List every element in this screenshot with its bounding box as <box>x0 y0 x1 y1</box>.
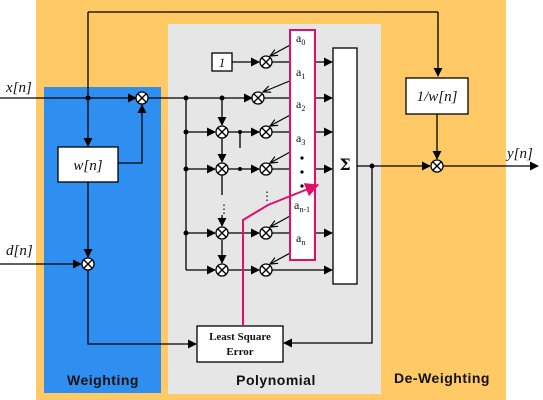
coefficient-a2: a2 <box>296 97 305 113</box>
svg-text:⋮: ⋮ <box>218 202 230 216</box>
coefficient-multiplier <box>259 125 273 139</box>
inverse-weight-label: 1/w[n] <box>417 89 458 105</box>
coefficient-a1: a1 <box>296 65 305 81</box>
coefficient-an: an <box>296 231 305 247</box>
product-multiplier <box>215 125 229 139</box>
product-multiplier <box>215 162 229 176</box>
weighting-region <box>44 87 161 393</box>
coefficient-multiplier <box>259 226 273 240</box>
lse-label-line1: Least Square <box>209 331 271 343</box>
desired-multiplier <box>81 257 95 271</box>
desired-signal-label: d[n] <box>6 243 33 259</box>
output-signal-label: y[n] <box>505 146 533 162</box>
coefficient-an-1: an-1 <box>294 198 310 214</box>
input-multiplier <box>135 91 149 105</box>
sum-symbol: Σ <box>339 155 350 174</box>
coefficient-panel <box>289 29 316 261</box>
constant-one-label: 1 <box>219 55 226 70</box>
svg-text:⋮: ⋮ <box>261 189 273 203</box>
lse-label-line2: Error <box>226 346 253 358</box>
product-multiplier <box>215 226 229 240</box>
deweighting-label: De-Weighting <box>394 370 490 386</box>
input-signal-label: x[n] <box>5 80 32 96</box>
weighting-label: Weighting <box>67 372 139 388</box>
least-square-error-block <box>196 325 284 363</box>
coefficient-a0: a0 <box>296 31 305 47</box>
coefficient-multiplier <box>259 55 273 69</box>
summer-block <box>332 47 358 285</box>
coefficient-multiplier <box>251 91 265 105</box>
coefficient-multiplier <box>259 162 273 176</box>
coefficient-a3: a3 <box>296 131 305 147</box>
polynomial-label: Polynomial <box>236 372 316 388</box>
product-multiplier <box>215 263 229 277</box>
weight-block <box>57 146 119 183</box>
output-multiplier <box>430 159 444 173</box>
coefficient-update-path <box>242 183 320 326</box>
weight-block-label: w[n] <box>73 158 102 174</box>
coefficient-multiplier <box>259 263 273 277</box>
